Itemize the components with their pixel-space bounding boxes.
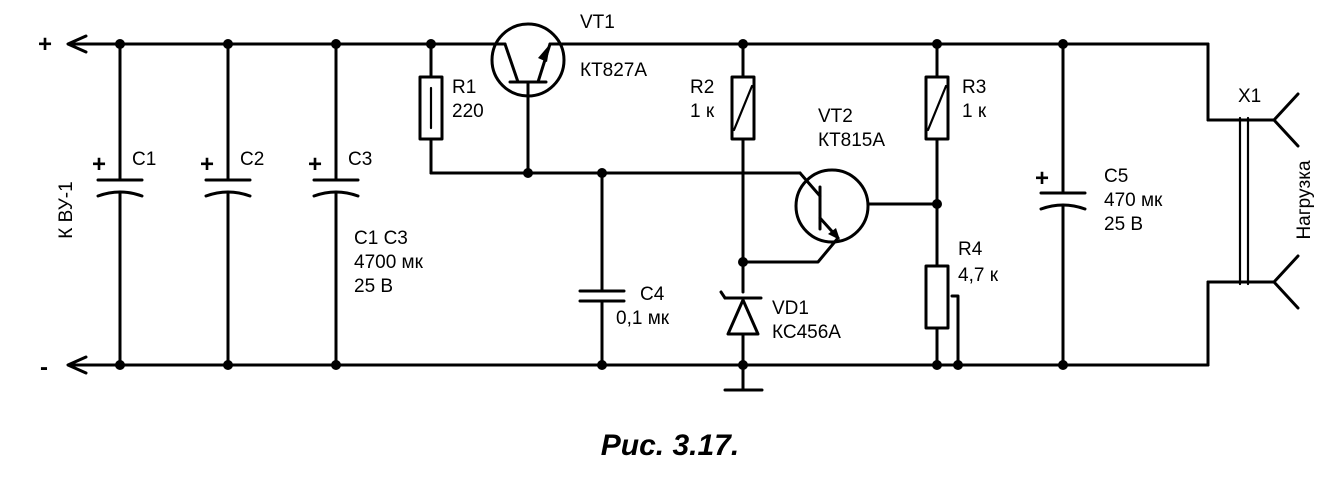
resistor-r3 — [924, 42, 950, 268]
capacitor-c5 — [1039, 42, 1087, 367]
capacitor-c1 — [96, 42, 144, 367]
load-label: Нагрузка — [1294, 160, 1315, 240]
transistor-vt2 — [741, 168, 939, 264]
c5-value: 470 мк — [1104, 190, 1163, 211]
c1-c3-voltage: 25 В — [354, 276, 393, 297]
c5-polarity: + — [1035, 165, 1049, 192]
r2-label: R2 — [690, 77, 714, 98]
c5-voltage: 25 В — [1104, 214, 1143, 235]
zener-diode-vd1 — [719, 290, 764, 392]
vt2-part: КТ815А — [818, 130, 885, 151]
c4-label: C4 — [640, 284, 665, 305]
r1-value: 220 — [452, 101, 484, 122]
x1-label: X1 — [1238, 86, 1261, 107]
c1-polarity: + — [92, 151, 106, 178]
c2-label: C2 — [240, 149, 264, 170]
vd1-label: VD1 — [772, 298, 809, 319]
vt1-part: КТ827А — [580, 60, 647, 81]
trimmer-resistor-r4 — [924, 264, 960, 367]
resistor-r2 — [730, 42, 756, 294]
r3-value: 1 к — [962, 101, 987, 122]
junction-dots — [115, 39, 1068, 370]
positive-rail — [66, 34, 1210, 54]
resistor-r1 — [418, 42, 802, 175]
c4-value: 0,1 мк — [616, 308, 670, 329]
capacitor-c4 — [578, 171, 626, 367]
c3-polarity: + — [308, 151, 322, 178]
vd1-part: КС456А — [772, 322, 841, 343]
c5-label: C5 — [1104, 166, 1128, 187]
transistor-vt1 — [490, 22, 566, 175]
capacitor-c2 — [204, 42, 252, 367]
r3-label: R3 — [962, 77, 986, 98]
plus-terminal-label: + — [38, 31, 52, 58]
c1-c3-value: 4700 мк — [354, 252, 424, 273]
capacitor-c3 — [312, 42, 360, 367]
r4-value: 4,7 к — [958, 265, 999, 286]
c2-polarity: + — [200, 151, 214, 178]
figure-caption: Рис. 3.17. — [601, 429, 739, 462]
c1-label: C1 — [132, 149, 156, 170]
vt1-label: VT1 — [580, 12, 615, 33]
c1-c3-refs: C1 C3 — [354, 228, 408, 249]
r4-label: R4 — [958, 239, 983, 260]
c3-label: C3 — [348, 149, 372, 170]
negative-rail — [66, 355, 1210, 375]
output-connector-x1 — [1206, 42, 1300, 367]
r2-value: 1 к — [690, 101, 715, 122]
connector-label-left: К ВУ-1 — [56, 181, 77, 238]
minus-terminal-label: - — [40, 354, 48, 381]
vt2-label: VT2 — [818, 106, 853, 127]
r1-label: R1 — [452, 77, 476, 98]
